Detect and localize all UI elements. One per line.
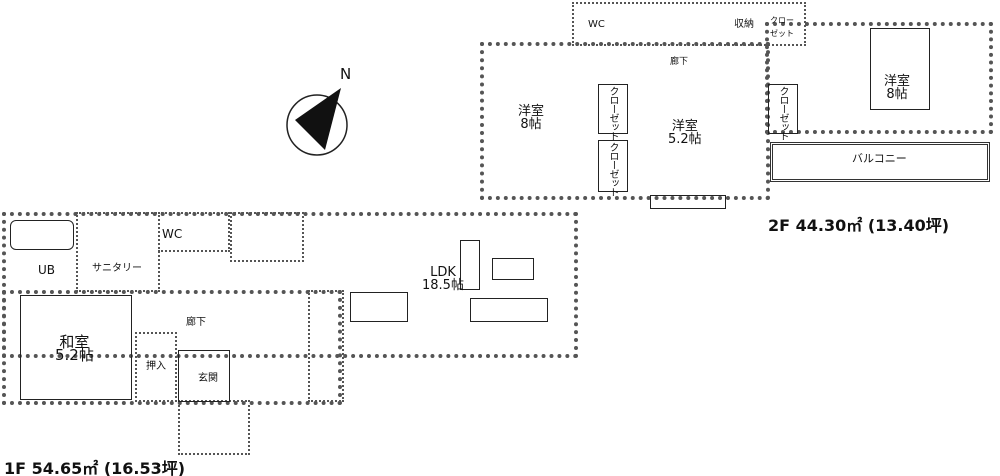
room-closet-2: クローゼット <box>607 142 618 196</box>
floor1-caption: 1F 54.65㎡ (16.53坪) <box>4 459 186 476</box>
floor2-top-strip <box>572 2 806 46</box>
floor2-caption: 2F 44.30㎡ (13.40坪) <box>768 216 950 235</box>
window-bay <box>650 195 726 209</box>
room-ldk: LDK 18.5帖 <box>422 265 464 293</box>
table <box>492 258 534 280</box>
compass-north-label: N <box>340 65 352 83</box>
closet-3-box <box>768 84 798 134</box>
japanese-room-mats <box>20 295 132 400</box>
balcony-box <box>770 142 990 182</box>
dining-table <box>350 292 408 322</box>
room-closet-top: クロー ゼット <box>770 16 794 38</box>
stairs-1f <box>230 212 304 262</box>
room-entrance: 玄関 <box>198 373 218 384</box>
sofa-2 <box>470 298 548 322</box>
room-wc1: WC <box>162 227 183 241</box>
room-wc1-box <box>158 212 230 252</box>
room-western-right: 洋室 8帖 <box>884 74 911 102</box>
room-sanitary-box <box>76 212 160 292</box>
sofa <box>460 240 480 290</box>
floor1-outline <box>2 212 578 358</box>
room-hall2: 廊下 <box>670 57 689 67</box>
entrance-box <box>178 350 230 402</box>
room-western-left: 洋室 8帖 <box>518 104 545 132</box>
bed <box>870 28 930 110</box>
room-sanitary: サニタリー <box>92 263 142 274</box>
room-storage2: 収納 <box>734 19 754 30</box>
floor2-outline-right <box>765 22 993 134</box>
kitchen-counter <box>308 290 344 402</box>
room-western-mid: 洋室 5.2帖 <box>668 119 702 147</box>
compass-icon <box>286 88 348 156</box>
room-japanese: 和室 5.2帖 <box>55 333 94 364</box>
closet-1-box <box>598 84 628 134</box>
entrance-porch <box>178 400 250 455</box>
room-bath: UB <box>38 263 56 277</box>
room-closet-3: クローゼット <box>777 86 788 140</box>
room-closet-1: クローゼット <box>607 86 618 140</box>
room-wc2: WC <box>588 19 605 30</box>
room-hall1: 廊下 <box>186 317 206 328</box>
oshiire-box <box>135 332 177 402</box>
room-oshiire: 押入 <box>146 361 166 372</box>
bathtub <box>10 220 74 250</box>
floor1-outline-lower <box>2 290 342 405</box>
closet-2-box <box>598 140 628 192</box>
room-balcony: バルコニー <box>852 152 907 165</box>
